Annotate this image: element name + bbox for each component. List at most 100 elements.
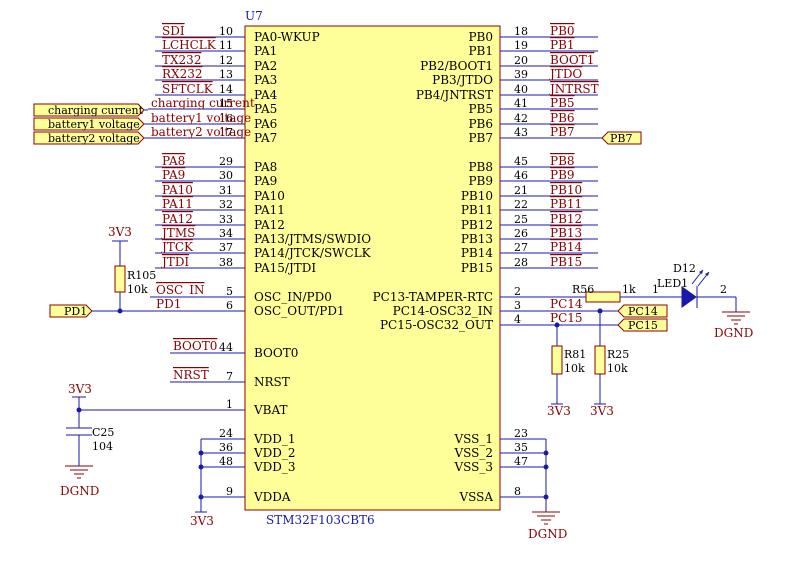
svg-text:3V3: 3V3: [547, 404, 571, 418]
net-label: PB15: [550, 255, 582, 269]
net-label: BOOT1: [550, 53, 594, 67]
pin-number: 25: [514, 213, 528, 226]
pin-name: VSSA: [458, 490, 493, 504]
pin-name: PB5: [468, 102, 493, 116]
pin-name: PA6: [254, 117, 277, 131]
pin-number: 38: [219, 256, 233, 269]
pin-name: PC13-TAMPER-RTC: [373, 290, 493, 304]
net-label: SDI: [162, 24, 185, 38]
svg-text:3V3: 3V3: [68, 382, 92, 396]
pin-number: 9: [226, 485, 233, 498]
pin-number: 44: [219, 341, 233, 354]
pin-number: 23: [514, 427, 528, 440]
svg-text:C25: C25: [92, 426, 114, 439]
svg-text:PB7: PB7: [610, 132, 632, 145]
svg-text:10k: 10k: [607, 362, 628, 375]
port-pd1: PD1: [49, 304, 93, 318]
pin-name: PA12: [254, 218, 285, 232]
pin-number: 14: [219, 83, 233, 96]
svg-text:头条 @电卤药丸: 头条 @电卤药丸: [640, 541, 764, 561]
net-label: PA9: [162, 168, 185, 182]
pin-number: 42: [514, 112, 528, 125]
pin-number: 27: [514, 241, 528, 254]
pin-name: PB3/JTDO: [432, 73, 493, 87]
pin-name: PB10: [461, 189, 493, 203]
pin-name: PA11: [254, 203, 285, 217]
net-label: BOOT0: [173, 339, 217, 353]
pin-name: PA13/JTMS/SWDIO: [254, 232, 371, 246]
led-d12: D12 LED1 2 DGND: [657, 262, 753, 340]
chip-body: [244, 25, 501, 511]
svg-text:1: 1: [652, 283, 659, 296]
pin-number: 40: [514, 83, 528, 96]
svg-text:D12: D12: [673, 262, 696, 275]
pin-number: 33: [219, 213, 233, 226]
pin-name: PB11: [461, 203, 493, 217]
port-charging-current: charging current: [33, 103, 145, 117]
net-label: PB10: [550, 183, 582, 197]
svg-text:R56: R56: [572, 283, 594, 296]
pin-number: 1: [226, 398, 233, 411]
pin-number: 34: [219, 227, 233, 240]
net-label: JTCK: [160, 240, 194, 254]
capacitor-c25: 3V3 C25 104 DGND: [60, 382, 232, 498]
pin-number: 39: [514, 68, 528, 81]
svg-text:1k: 1k: [622, 283, 636, 296]
net-label: PB9: [550, 168, 575, 182]
pin-name: PB14: [461, 246, 494, 260]
resistor-r56: R56 1k 1: [513, 283, 682, 303]
svg-text:PC15: PC15: [628, 319, 658, 332]
svg-text:10k: 10k: [564, 362, 585, 375]
pin-name: PA5: [254, 102, 277, 116]
vdd-bus: 3V3: [190, 438, 232, 528]
net-label: NRST: [173, 368, 209, 382]
pin-number: 31: [219, 184, 233, 197]
pin-number: 35: [514, 441, 528, 454]
net-label: battery2 voltage: [151, 125, 251, 139]
pin-number: 28: [514, 256, 528, 269]
pin-name: PB4/JNTRST: [416, 88, 493, 102]
net-label: PB12: [550, 212, 582, 226]
pin-name: VDD_3: [253, 460, 296, 474]
pin-number: 15: [219, 97, 233, 110]
net-label: battery1 voltage: [151, 111, 251, 125]
svg-text:3V3: 3V3: [108, 225, 132, 239]
net-label: PB0: [550, 24, 575, 38]
pin-name: PB2/BOOT1: [420, 59, 493, 73]
pin-number: 16: [219, 112, 233, 125]
pin-name: NRST: [254, 375, 290, 389]
net-label: LCHCLK: [162, 38, 217, 52]
svg-text:DGND: DGND: [60, 484, 99, 498]
pin-number: 21: [514, 184, 528, 197]
pin-name: PA9: [254, 174, 277, 188]
net-label: PA8: [162, 154, 185, 168]
svg-text:battery1 voltage: battery1 voltage: [48, 118, 140, 131]
pin-name: PA14/JTCK/SWCLK: [254, 246, 372, 260]
pin-name: PB15: [461, 261, 493, 275]
chip-part-number: STM32F103CBT6: [266, 513, 375, 527]
resistor-r25: R25 10k 3V3: [590, 308, 629, 418]
pin-number: 47: [514, 455, 528, 468]
pin-name: VDD_1: [253, 432, 296, 446]
pin-name: PA1: [254, 44, 277, 58]
net-label: PA11: [162, 197, 193, 211]
pin-name: BOOT0: [254, 346, 298, 360]
port-pc14: PC14: [617, 304, 668, 318]
pin-number: 43: [514, 126, 528, 139]
net-label: PB7: [550, 125, 575, 139]
pin-number: 36: [219, 441, 233, 454]
net-label: PB14: [550, 240, 583, 254]
net-label: PB1: [550, 38, 575, 52]
port-battery2-voltage: battery2 voltage: [33, 131, 145, 145]
pin-name: PA4: [254, 88, 278, 102]
pin-number: 37: [219, 241, 233, 254]
net-label: PB6: [550, 111, 575, 125]
pin-name: VBAT: [253, 403, 288, 417]
pin-name: VSS_2: [453, 446, 493, 460]
net-label: PB13: [550, 226, 582, 240]
pin-name: VDDA: [253, 490, 291, 504]
pin-number: 20: [514, 54, 528, 67]
svg-text:DGND: DGND: [528, 527, 567, 541]
